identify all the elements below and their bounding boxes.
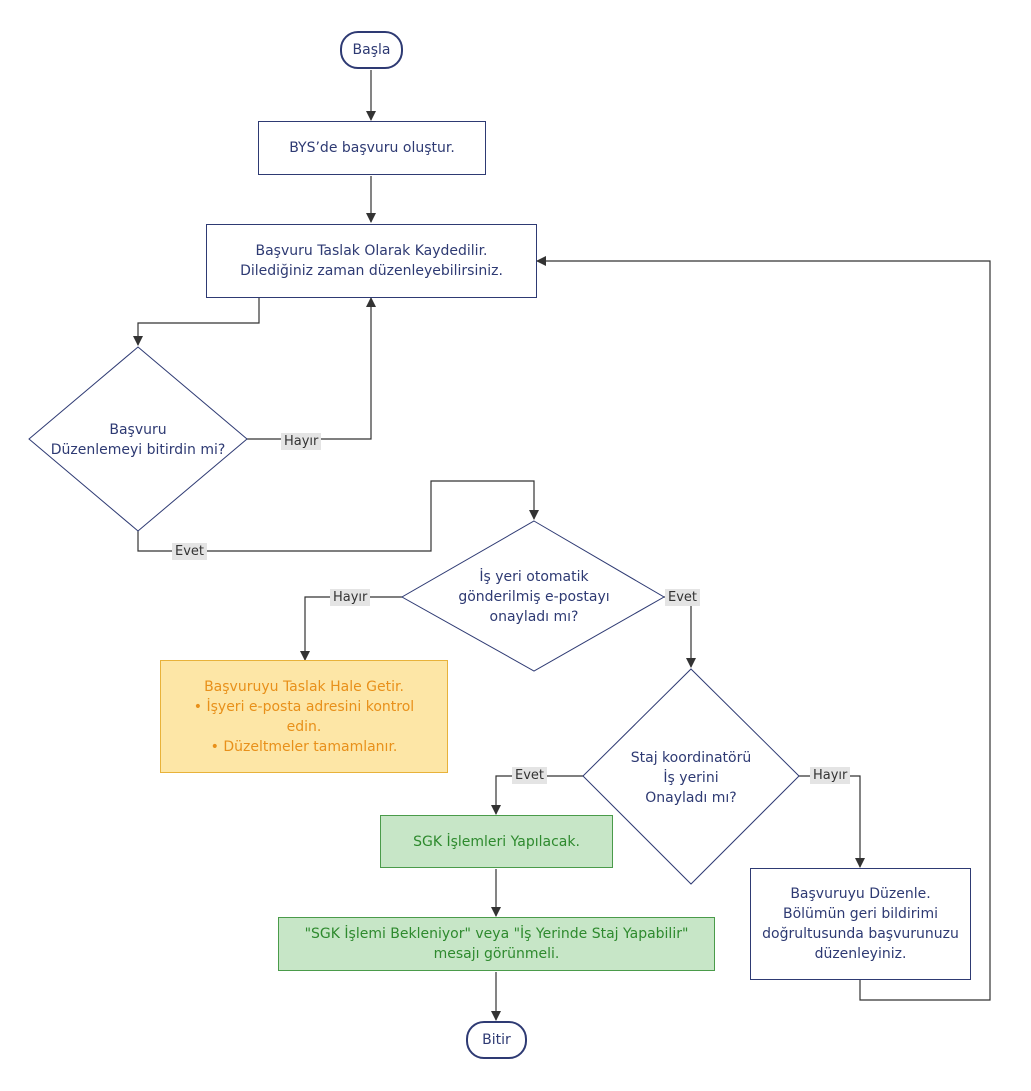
decision-coordinator-text: Staj koordinatörü İş yerini Onayladı mı?	[610, 748, 772, 808]
decision-coordinator-diamond	[582, 668, 800, 885]
decision-finished-line-2: Düzenlemeyi bitirdin mi?	[50, 442, 226, 458]
decision-email-text: İş yeri otomatik gönderilmiş e-postayı o…	[430, 567, 638, 627]
decision-coordinator-line-2: İş yerini	[663, 770, 719, 786]
decision-coordinator-line-1: Staj koordinatörü	[630, 750, 752, 766]
edit-line-4: düzenleyiniz.	[814, 946, 907, 962]
sgk-label: SGK İşlemleri Yapılacak.	[413, 833, 580, 850]
end-node: Bitir	[466, 1021, 527, 1059]
edge-label-q3-no: Hayır	[810, 767, 851, 784]
sgk-message-line-2: mesajı görünmeli.	[433, 946, 560, 962]
edit-line-1: Başvuruyu Düzenle.	[790, 886, 931, 902]
edge-label-q3-yes: Evet	[512, 767, 548, 784]
edge-q3-yes	[491, 775, 583, 815]
sgk-message-line-1: "SGK İşlemi Bekleniyor" veya "İş Yerinde…	[304, 926, 689, 942]
edge-label-q1-yes: Evet	[172, 543, 208, 560]
create-label: BYS’de başvuru oluştur.	[289, 140, 455, 156]
sgk-message-node: "SGK İşlemi Bekleniyor" veya "İş Yerinde…	[278, 917, 715, 971]
decision-finished-text: Başvuru Düzenlemeyi bitirdin mi?	[40, 420, 236, 460]
revert-line-1: Başvuruyu Taslak Hale Getir.	[204, 678, 404, 695]
decision-finished-line-1: Başvuru	[109, 422, 167, 438]
edge-q1-yes	[137, 480, 539, 552]
edge-q2-no	[300, 596, 402, 661]
edge-draft-q1	[133, 298, 260, 346]
decision-email-line-2: gönderilmiş e-postayı	[458, 589, 610, 605]
edge-edit-loop	[536, 256, 991, 1001]
revert-line-4: • Düzeltmeler tamamlanır.	[210, 738, 398, 755]
decision-email-line-1: İş yeri otomatik	[479, 569, 589, 585]
revert-line-3: edin.	[286, 718, 322, 735]
revert-line-2: • İşyeri e-posta adresini kontrol	[193, 698, 415, 715]
edge-label-q2-yes: Evet	[665, 589, 701, 606]
decision-coordinator-line-3: Onayladı mı?	[645, 790, 737, 806]
start-label: Başla	[352, 42, 391, 58]
draft-label-2: Dilediğiniz zaman düzenleyebilirsiniz.	[240, 263, 503, 279]
decision-email-line-3: onayladı mı?	[489, 609, 579, 625]
decision-finished-diamond	[28, 346, 248, 532]
revert-to-draft-node: Başvuruyu Taslak Hale Getir. • İşyeri e-…	[160, 660, 448, 773]
end-label: Bitir	[482, 1032, 511, 1048]
edit-line-3: doğrultusunda başvurunuzu	[762, 926, 959, 942]
draft-label-1: Başvuru Taslak Olarak Kaydedilir.	[255, 243, 488, 259]
edge-q2-yes	[664, 596, 696, 668]
edge-q3-no	[799, 775, 865, 868]
edit-application-node: Başvuruyu Düzenle. Bölümün geri bildirim…	[750, 868, 971, 980]
create-application-node: BYS’de başvuru oluştur.	[258, 121, 486, 175]
edge-label-q1-no: Hayır	[281, 433, 322, 450]
start-node: Başla	[340, 31, 403, 69]
draft-saved-node: Başvuru Taslak Olarak Kaydedilir. Diledi…	[206, 224, 537, 298]
decision-email-diamond	[400, 520, 666, 672]
edit-line-2: Bölümün geri bildirimi	[783, 906, 938, 922]
sgk-process-node: SGK İşlemleri Yapılacak.	[380, 815, 613, 868]
edge-label-q2-no: Hayır	[330, 589, 371, 606]
edge-q1-no	[247, 297, 376, 440]
